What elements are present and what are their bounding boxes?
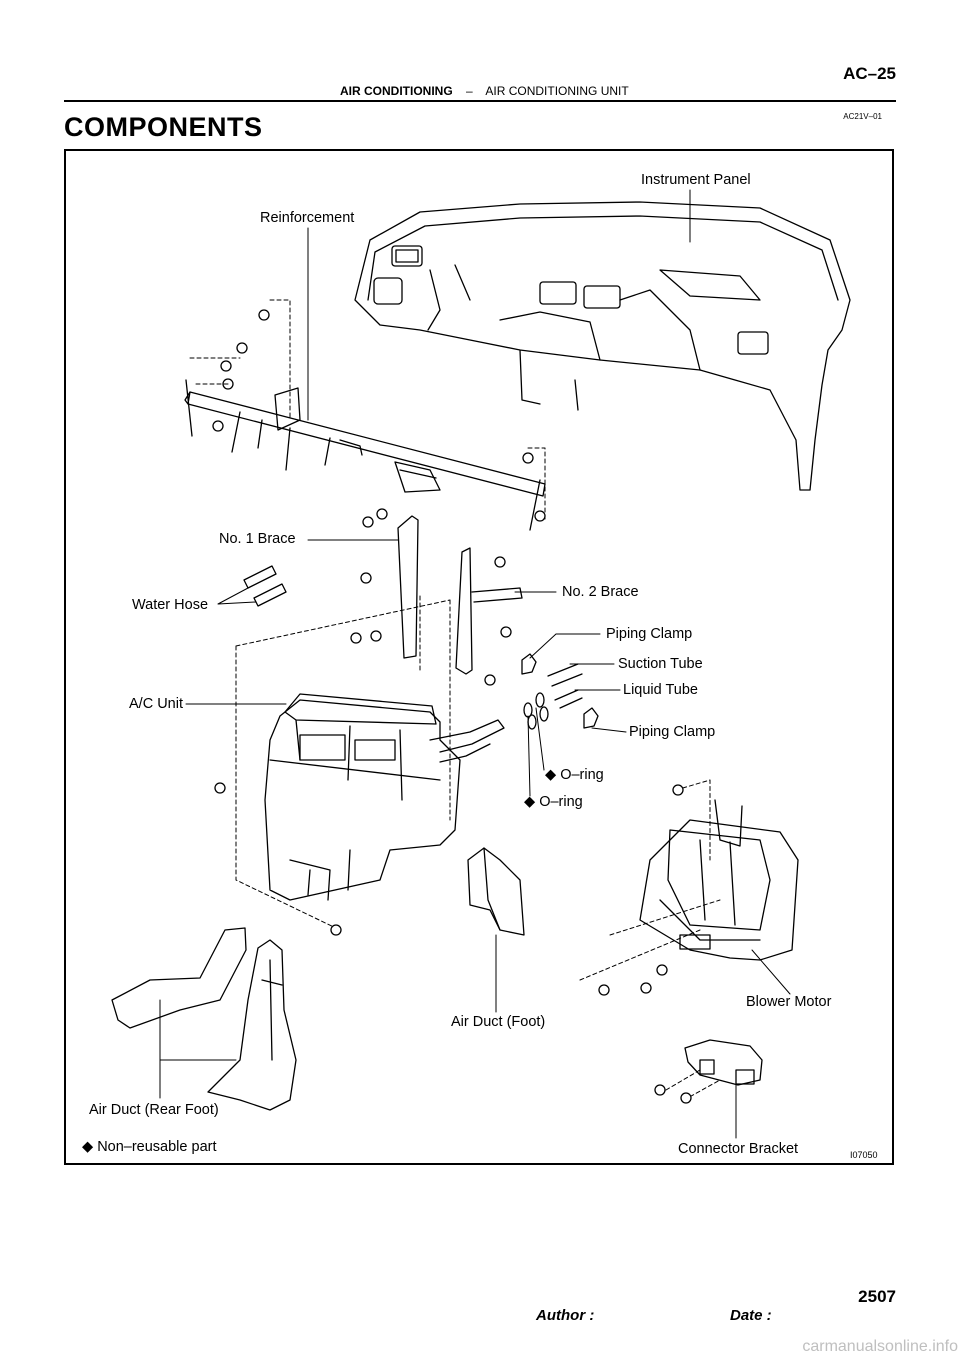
instrument-panel-drawing [354,201,851,491]
connector-bracket-drawing [654,1039,763,1104]
label-no1-brace: No. 1 Brace [219,531,296,547]
label-connector-bracket: Connector Bracket [678,1141,799,1157]
label-water-hose: Water Hose [132,597,209,613]
label-suction-tube: Suction Tube [618,656,703,672]
label-o-ring-2: ◆ O–ring [524,794,583,810]
label-blower-motor: Blower Motor [746,994,832,1010]
non-reusable-symbol: ◆ [524,794,536,810]
watermark: carmanualsonline.info [802,1338,958,1355]
non-reusable-symbol: ◆ [82,1139,94,1155]
piping-parts-drawing [521,653,599,730]
label-instrument-panel: Instrument Panel [641,172,751,188]
ac-unit-drawing [214,693,505,936]
label-reinforcement: Reinforcement [260,210,355,226]
header-subsection: AIR CONDITIONING UNIT [485,84,629,98]
label-liquid-tube: Liquid Tube [623,682,698,698]
date-label: Date : [730,1307,772,1324]
author-label: Author : [536,1307,595,1324]
dashed-guides [189,299,721,1101]
label-o-ring-1: ◆ O–ring [545,767,604,783]
header-rule [64,100,896,102]
header-section: AIR CONDITIONING [340,84,453,98]
air-duct-rear-foot-drawing [111,927,297,1111]
water-hose-drawing [243,565,287,607]
no1-brace-drawing [350,508,419,659]
figure-frame [64,149,894,1165]
air-duct-foot-drawing [467,847,525,936]
leader-lines [159,189,791,1139]
no2-brace-drawing [455,547,523,686]
header-separator: – [466,84,473,98]
label-piping-clamp-2: Piping Clamp [629,724,716,740]
label-piping-clamp-1: Piping Clamp [606,626,693,642]
reference-code: AC21V–01 [843,112,882,121]
page-title: COMPONENTS [64,112,263,142]
page-number: 2507 [858,1287,896,1306]
blower-motor-drawing [598,784,799,996]
reinforcement-drawing [184,379,546,531]
bolts-upper [212,309,546,522]
running-header: AIR CONDITIONING – AIR CONDITIONING UNIT [340,84,629,98]
label-air-duct-foot: Air Duct (Foot) [451,1014,546,1030]
legend-non-reusable: ◆ Non–reusable part [82,1139,217,1155]
label-air-duct-rear-foot: Air Duct (Rear Foot) [89,1102,219,1118]
label-no2-brace: No. 2 Brace [562,584,639,600]
page-code: AC–25 [843,64,896,83]
label-ac-unit: A/C Unit [129,696,183,712]
non-reusable-symbol: ◆ [545,767,557,783]
figure-id: I07050 [850,1150,878,1160]
